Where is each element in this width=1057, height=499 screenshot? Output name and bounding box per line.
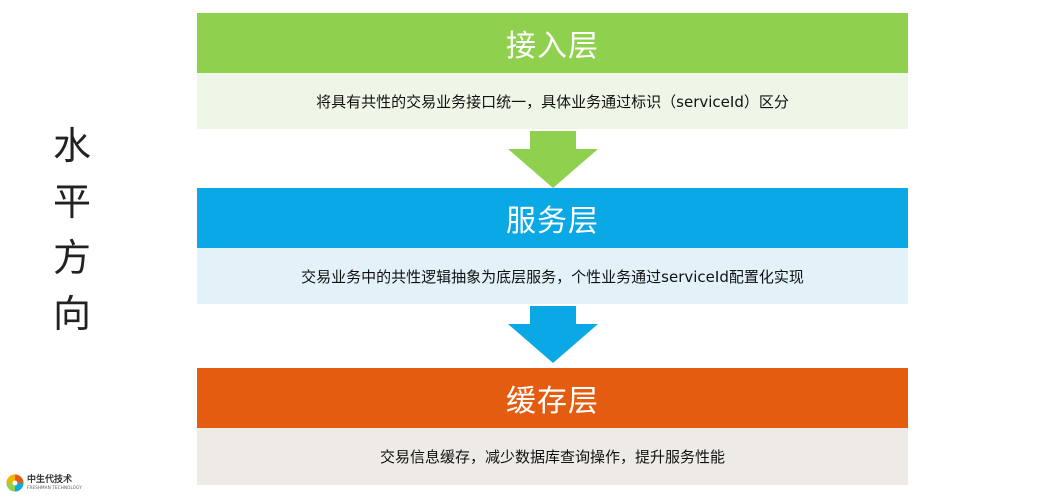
access-layer-title: 接入层 [197, 13, 908, 73]
side-title: 水 平 方 向 [42, 118, 102, 342]
cache-layer-description: 交易信息缓存，减少数据库查询操作，提升服务性能 [197, 428, 908, 485]
logo-name-cn: 中生代技术 [27, 475, 73, 485]
down-arrow-icon [508, 306, 598, 363]
side-title-char: 平 [52, 180, 91, 224]
cache-layer-block: 缓存层 交易信息缓存，减少数据库查询操作，提升服务性能 [197, 368, 908, 485]
service-layer-block: 服务层 交易业务中的共性逻辑抽象为底层服务，个性业务通过serviceId配置化… [197, 188, 908, 304]
company-logo: 中生代技术 FRESHMAN TECHNOLOGY [6, 474, 82, 492]
cache-layer-title: 缓存层 [197, 368, 908, 428]
service-layer-description: 交易业务中的共性逻辑抽象为底层服务，个性业务通过serviceId配置化实现 [197, 248, 908, 304]
side-title-char: 方 [52, 236, 91, 280]
side-title-char: 水 [52, 124, 91, 168]
down-arrow-icon [508, 131, 598, 188]
access-layer-description: 将具有共性的交易业务接口统一，具体业务通过标识（serviceId）区分 [197, 73, 908, 129]
side-title-char: 向 [52, 292, 91, 336]
access-layer-block: 接入层 将具有共性的交易业务接口统一，具体业务通过标识（serviceId）区分 [197, 13, 908, 129]
service-layer-title: 服务层 [197, 188, 908, 248]
flower-logo-icon [6, 474, 24, 492]
logo-name-en: FRESHMAN TECHNOLOGY [27, 485, 82, 490]
